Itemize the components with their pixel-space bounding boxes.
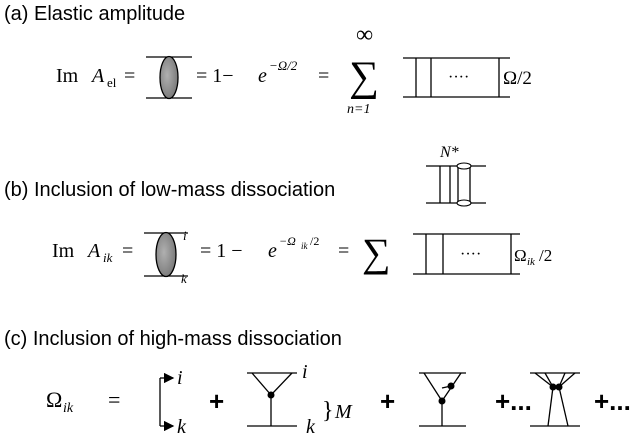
amp-symbol: A — [90, 65, 105, 87]
equals-one-minus: = 1− — [196, 65, 234, 87]
exp-power-b: −Ω — [279, 234, 296, 248]
omega-tail-b: /2 — [539, 246, 552, 265]
label-k-c2: k — [306, 416, 316, 436]
exp-power: −Ω/2 — [269, 58, 298, 73]
amp-subscript: el — [107, 75, 117, 90]
label-k-b: k — [181, 271, 187, 286]
blob-ellipse — [159, 55, 179, 100]
exp-sub-b: ik — [301, 241, 309, 251]
double-vertex-diagram — [419, 372, 466, 427]
sum-lower: n=1 — [347, 102, 370, 117]
eq-b-lhs: Im A ik = — [52, 240, 133, 265]
amp-symbol-b: A — [86, 240, 101, 262]
equals-b2: = — [338, 240, 349, 262]
equals-c: = — [108, 387, 120, 412]
sum-sign-b: ∑ — [362, 230, 391, 275]
plus-1: + — [209, 386, 224, 416]
omega-b: Ω — [514, 246, 527, 265]
exp-base-b: e — [268, 240, 277, 262]
nstar-label: N* — [439, 144, 459, 161]
nstar-diagram: N* — [426, 144, 486, 207]
amp-subscript-b: ik — [103, 250, 113, 265]
ladder-dots-b: ···· — [460, 246, 481, 263]
omega-sub-c: ik — [63, 401, 74, 416]
equals-2: = — [318, 65, 329, 87]
blob-diagram-b: i k — [144, 228, 188, 286]
label-i-c: i — [177, 367, 183, 389]
heading-c: (c) Inclusion of high-mass dissociation — [4, 328, 342, 350]
exp-tail-b: /2 — [310, 234, 319, 248]
heading-b: (b) Inclusion of low-mass dissociation — [4, 179, 335, 201]
blob-ellipse-b — [155, 231, 177, 278]
pomeron-line-diagram: i k — [159, 367, 187, 436]
omega-sub-b: ik — [527, 256, 536, 268]
omega-c: Ω — [46, 387, 62, 412]
label-i-c2: i — [302, 361, 308, 383]
sum-upper: ∞ — [356, 22, 373, 48]
label-i-b: i — [183, 228, 187, 243]
ladder-diagram-b: ···· Ω ik /2 — [413, 233, 552, 275]
blob-diagram-a — [146, 55, 192, 100]
label-M: M — [334, 401, 353, 423]
exp-base: e — [258, 65, 267, 87]
triple-pomeron-diagram: i k } M — [247, 361, 353, 436]
equals-1: = — [124, 65, 135, 87]
im-label: Im — [56, 65, 79, 87]
ladder-diagram-a: ···· Ω/2 — [403, 57, 532, 98]
label-k-c: k — [177, 416, 187, 436]
im-label-b: Im — [52, 240, 75, 262]
heading-a: (a) Elastic amplitude — [4, 3, 185, 25]
equals-one-minus-b: = 1 − — [200, 240, 243, 262]
eq-a-rhs: = 1− e −Ω/2 = ∞ ∑ n=1 — [196, 22, 379, 117]
eq-a-lhs: Im A el = — [56, 65, 135, 90]
plus-4: +... — [594, 386, 631, 416]
eq-c-lhs: Ω ik = — [46, 387, 120, 416]
plus-3: +... — [495, 386, 532, 416]
equals-b1: = — [122, 240, 133, 262]
plus-2: + — [380, 386, 395, 416]
crossed-diagram — [530, 372, 580, 427]
sum-sign: ∑ — [349, 54, 379, 100]
brace: } — [322, 398, 334, 424]
eq-b-rhs: = 1 − e −Ω ik /2 = ∑ — [200, 230, 391, 275]
ladder-dots: ···· — [448, 69, 469, 86]
omega-half: Ω/2 — [503, 68, 532, 89]
